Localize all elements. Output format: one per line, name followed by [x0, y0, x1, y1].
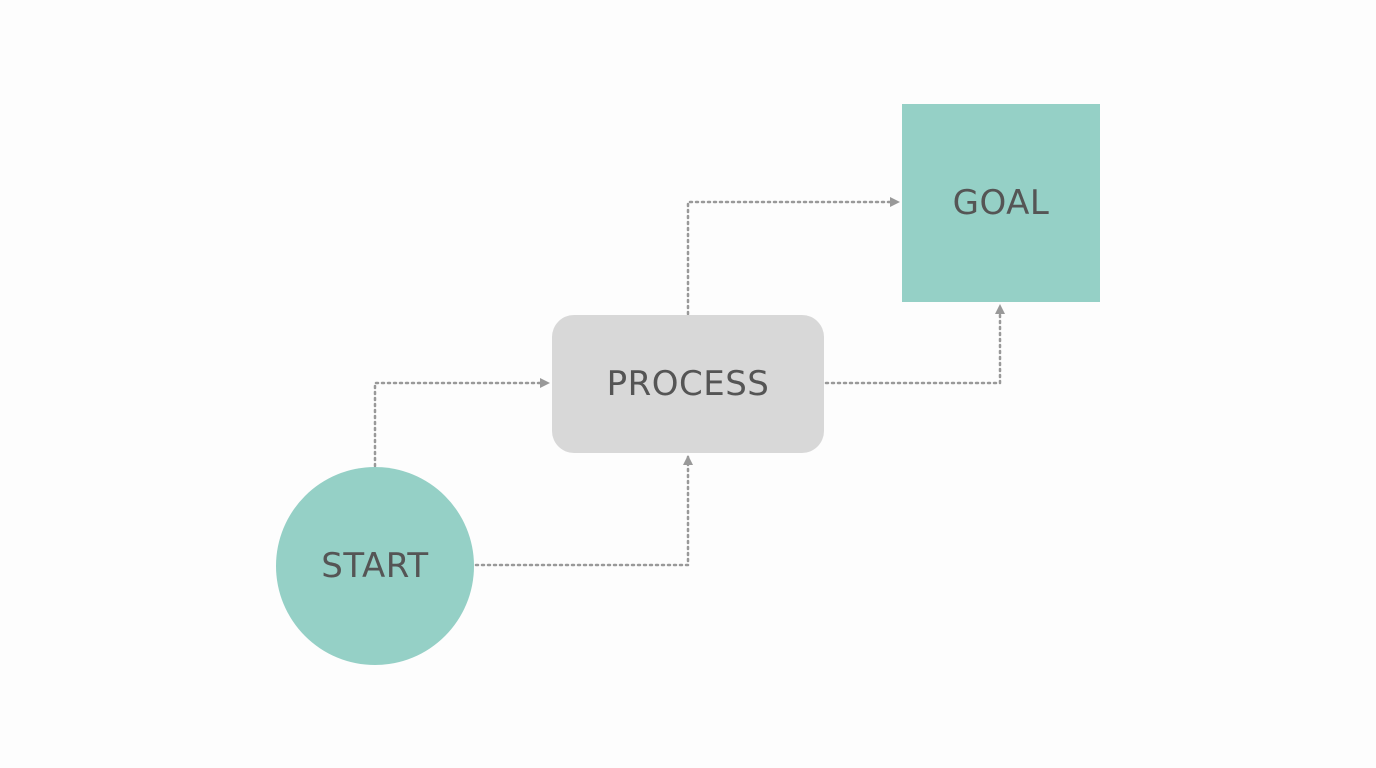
edge-process-to-goal-lower	[824, 303, 1005, 385]
edge-start-to-process-upper	[373, 378, 551, 468]
start-label: START	[321, 546, 429, 586]
process-node: PROCESS	[552, 315, 824, 453]
edge-start-to-process-lower	[474, 454, 693, 567]
process-label: PROCESS	[606, 364, 770, 404]
start-node: START	[276, 467, 474, 665]
goal-node: GOAL	[902, 104, 1100, 302]
edge-process-to-goal-upper	[686, 197, 901, 316]
goal-label: GOAL	[952, 183, 1050, 223]
